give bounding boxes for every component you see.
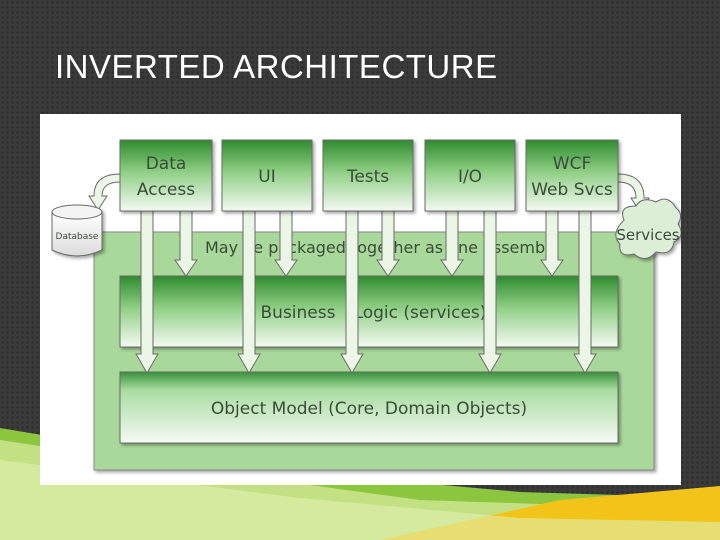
architecture-figure: Object Model (Core, Domain Objects) Busi… (40, 114, 681, 485)
services-cloud: Services (615, 198, 681, 259)
business-label: Business (261, 303, 336, 323)
long-arrows (135, 210, 597, 374)
business-logic-layer: Business Logic (services) (119, 275, 619, 348)
io-label: I/O (458, 167, 482, 187)
top-box-data-access: Data Access (119, 139, 213, 212)
wcf-line2: Web Svcs (531, 180, 613, 200)
top-box-tests: Tests (322, 139, 414, 212)
object-model-layer: Object Model (Core, Domain Objects) (119, 371, 619, 444)
slide-title: INVERTED ARCHITECTURE (55, 48, 498, 85)
arrow-to-database (88, 173, 121, 211)
database-cylinder: Database (51, 204, 103, 257)
short-arrows (174, 210, 564, 277)
logic-services-label: Logic (services) (354, 303, 487, 323)
database-label: Database (56, 232, 99, 242)
services-label: Services (616, 226, 679, 244)
top-box-wcf: WCF Web Svcs (525, 139, 619, 212)
data-access-line2: Access (137, 180, 195, 200)
wcf-line1: WCF (553, 154, 591, 174)
ui-label: UI (258, 167, 275, 187)
object-model-label: Object Model (Core, Domain Objects) (211, 399, 527, 419)
tests-label: Tests (346, 167, 389, 187)
top-box-ui: UI (221, 139, 313, 212)
data-access-line1: Data (146, 154, 187, 174)
top-box-io: I/O (424, 139, 516, 212)
